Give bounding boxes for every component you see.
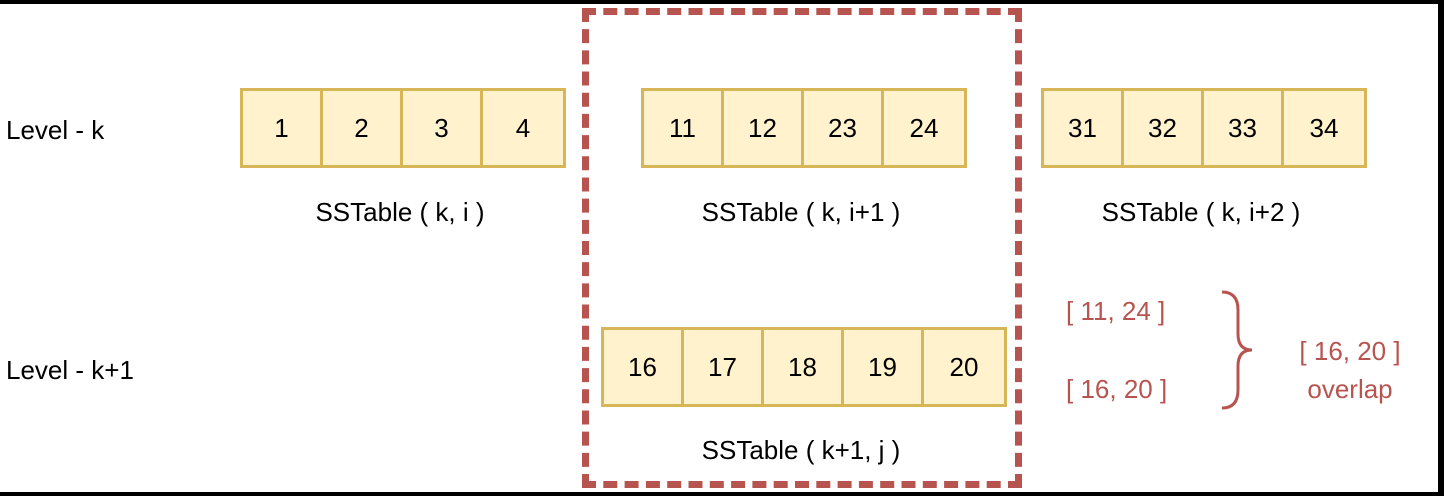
level-k1-label: Level - k+1 <box>6 355 134 385</box>
key-cell: 16 <box>604 330 684 404</box>
range-upper-label: [ 11, 24 ] <box>1066 296 1166 326</box>
key-cell: 17 <box>684 330 764 404</box>
sstable-k-i: 1 2 3 4 <box>240 88 566 168</box>
key-cell: 32 <box>1124 91 1204 165</box>
key-cell: 23 <box>804 91 884 165</box>
key-cell: 18 <box>764 330 844 404</box>
key-cell: 4 <box>515 112 531 143</box>
overlap-word-label: overlap <box>1307 374 1393 404</box>
sstable-k1-j: 16 17 18 19 20 <box>601 327 1007 407</box>
diagram-background <box>0 4 1438 492</box>
overlap-range-label: [ 16, 20 ] <box>1299 336 1401 366</box>
sstable-k-i1-caption: SSTable ( k, i+1 ) <box>701 197 901 227</box>
key-cell: 12 <box>724 91 804 165</box>
key-cell: 20 <box>949 351 979 382</box>
key-cell: 1 <box>243 91 323 165</box>
level-k-label: Level - k <box>6 115 105 145</box>
key-cell: 24 <box>909 112 939 143</box>
key-cell: 19 <box>844 330 924 404</box>
sstable-k-i1: 11 12 23 24 <box>641 88 967 168</box>
key-cell: 31 <box>1044 91 1124 165</box>
sstable-k1-j-caption: SSTable ( k+1, j ) <box>701 435 901 465</box>
key-cell: 33 <box>1204 91 1284 165</box>
sstable-k-i2-caption: SSTable ( k, i+2 ) <box>1101 197 1301 227</box>
curly-brace-icon <box>1221 290 1253 410</box>
key-cell: 2 <box>323 91 403 165</box>
sstable-k-i-caption: SSTable ( k, i ) <box>315 197 485 227</box>
key-cell: 3 <box>403 91 483 165</box>
key-cell: 34 <box>1309 112 1339 143</box>
range-lower-label: [ 16, 20 ] <box>1066 374 1168 404</box>
compaction-highlight-box <box>582 8 1022 488</box>
key-cell: 11 <box>644 91 724 165</box>
sstable-k-i2: 31 32 33 34 <box>1041 88 1367 168</box>
